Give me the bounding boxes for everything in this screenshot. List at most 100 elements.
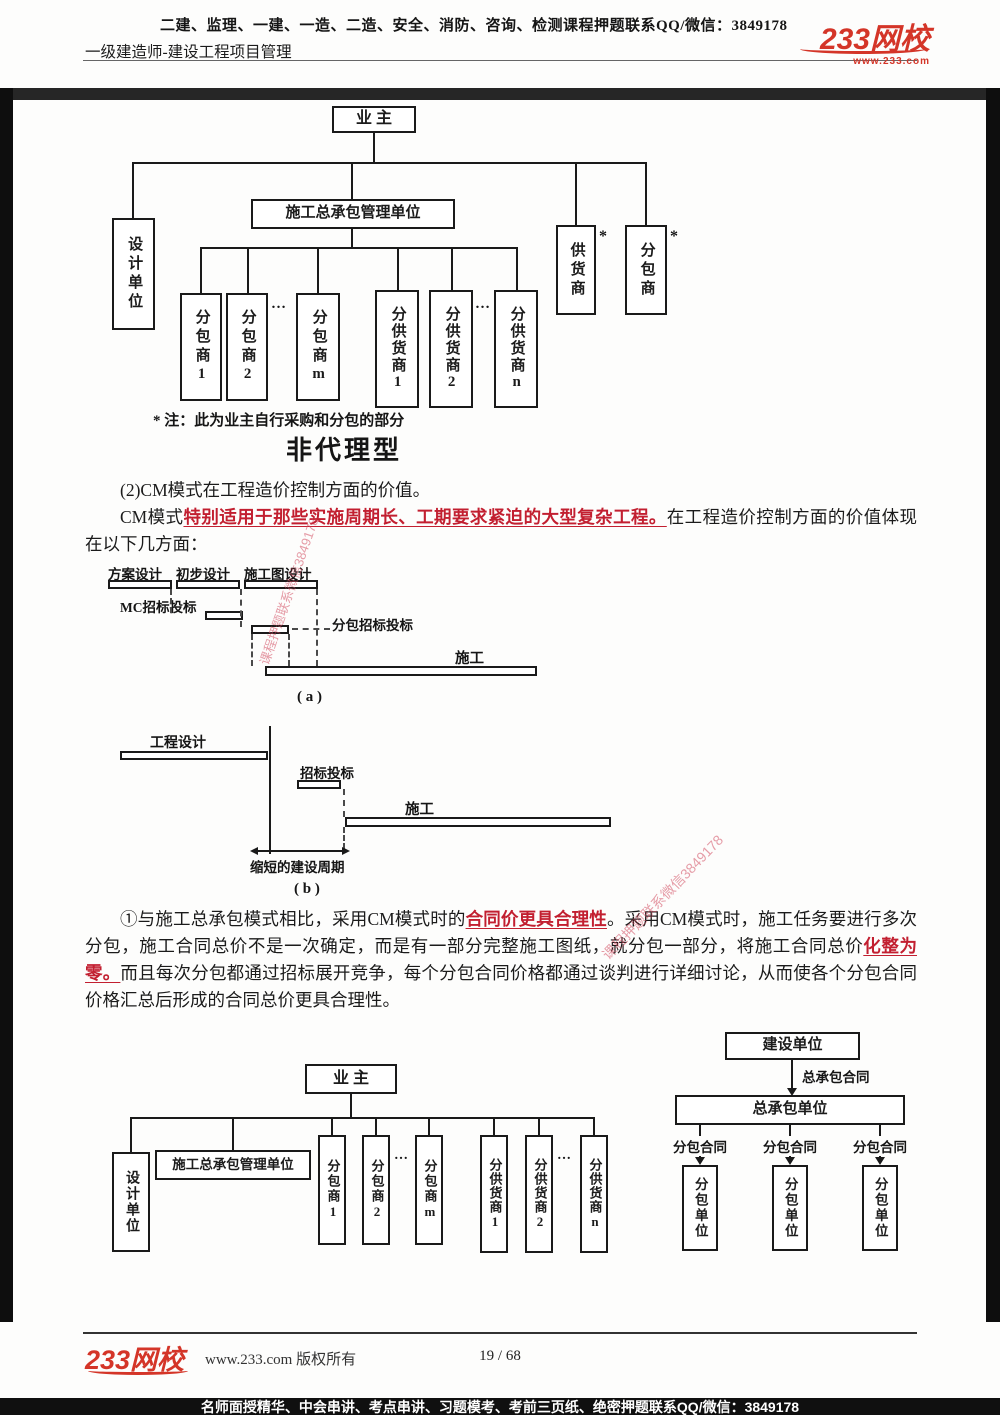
org3-arrowhead — [875, 1157, 885, 1165]
org1-subsupplier-box: 分供货商2 — [429, 290, 473, 408]
page-top-bar — [13, 88, 986, 100]
org1-subsupplier-box: 分供货商1 — [375, 290, 419, 408]
brand-url: www.233.com — [853, 56, 930, 67]
header-divider — [83, 60, 917, 61]
footer-logo-swoosh — [88, 1370, 188, 1375]
org2-design-unit-box: 设计单位 — [112, 1152, 150, 1252]
org1-connector — [397, 247, 399, 290]
org2-connector — [428, 1117, 430, 1135]
page-number: 19 / 68 — [479, 1348, 521, 1364]
org2-connector — [493, 1117, 495, 1135]
org1-sub-box: 分包商1 — [180, 293, 222, 401]
org1-connector — [645, 162, 647, 225]
para3-text: ①与施工总承包模式相比，采用CM模式时的 — [120, 909, 466, 929]
org1-connector — [132, 162, 647, 164]
org2-connector — [331, 1117, 333, 1135]
org1-ellipsis: … — [475, 296, 491, 312]
org1-design-unit-box: 设计单位 — [112, 218, 155, 330]
gb-bid-bar — [297, 780, 341, 789]
gb-construction-bar — [345, 817, 611, 827]
gb-shortened-arrow — [257, 850, 343, 852]
footer-copyright: www.233.com 版权所有 — [205, 1352, 357, 1368]
footer-divider — [83, 1332, 917, 1334]
org2-connector — [593, 1117, 595, 1135]
org1-connector — [516, 247, 518, 290]
org2-owner-box: 业 主 — [305, 1064, 397, 1094]
para3-text: 而且每次分包都通过招标展开竞争，每个分包合同价格都通过谈判进行详细讨论，从而使各… — [85, 963, 918, 1010]
org1-subcontractor-box: 分包商 — [625, 225, 667, 315]
ga-phase3-bar — [244, 580, 318, 589]
org1-connector — [575, 162, 577, 225]
promo-bar: 名师面授精华、中会串讲、考点串讲、习题模考、考前三页纸、绝密押题联系QQ/微信：… — [0, 1398, 1000, 1415]
org2-connector — [350, 1094, 352, 1117]
gb-construction-label: 施工 — [405, 802, 434, 818]
gb-shortened-label: 缩短的建设周期 — [250, 860, 345, 875]
brand-swoosh — [800, 48, 926, 54]
org1-gc-mgmt-box: 施工总承包管理单位 — [251, 199, 455, 229]
org3-gc-contract-label: 总承包合同 — [802, 1070, 870, 1085]
ga-sub-bid-label: 分包招标投标 — [332, 618, 413, 633]
para2-highlight: 特别适用于那些实施周期长、工期要求紧迫的大型复杂工程。 — [183, 507, 667, 527]
ga-dash-connector — [251, 634, 253, 666]
para2-text: 在工程造价控制方面的价值体现在以下几方面： — [85, 507, 918, 554]
org1-ellipsis: … — [271, 296, 287, 312]
org2-gc-mgmt-box: 施工总承包管理单位 — [155, 1150, 311, 1180]
org1-connector — [247, 247, 249, 293]
page-right-border — [986, 88, 1000, 1322]
para2-text: CM模式 — [120, 507, 184, 527]
org2-connector — [538, 1117, 540, 1135]
org1-supplier-asterisk: * — [599, 228, 607, 245]
org1-connector — [373, 133, 375, 162]
org3-connector — [791, 1060, 793, 1090]
ga-phase2-bar — [176, 580, 240, 589]
ga-dash-connector — [292, 628, 330, 630]
gb-dash-connector — [343, 789, 345, 817]
ga-construction-label: 施工 — [455, 651, 484, 667]
org3-sub-unit-box: 分包单位 — [862, 1165, 898, 1251]
ga-phase1-bar — [108, 580, 172, 589]
para-1: (2)CM模式在工程造价控制方面的价值。 — [120, 480, 431, 500]
org1-connector — [317, 247, 319, 293]
org1-connector — [200, 247, 202, 293]
org2-ellipsis: … — [557, 1148, 571, 1163]
gb-design-bar — [120, 751, 268, 760]
org2-ellipsis: … — [394, 1148, 408, 1163]
org3-sub-contract-label: 分包合同 — [754, 1136, 826, 1156]
org1-connector — [451, 247, 453, 290]
ga-phase3-label: 施工图设计 — [244, 567, 312, 582]
org1-connector — [351, 162, 353, 199]
org1-owner-box: 业 主 — [332, 106, 416, 133]
org2-subsupplier-box: 分供货商2 — [525, 1135, 553, 1253]
org1-supplier-box: 供货商 — [556, 225, 596, 315]
org1-subcontractor-asterisk: * — [670, 228, 678, 245]
org1-connector — [132, 162, 134, 218]
org3-owner-box: 建设单位 — [725, 1032, 860, 1060]
ga-dash-connector — [316, 589, 318, 666]
page-left-border — [0, 88, 13, 1322]
org1-title: 非代理型 — [286, 436, 403, 465]
gb-arrowhead-right — [342, 847, 350, 855]
ga-construction-bar — [265, 666, 537, 676]
org3-sub-unit-box: 分包单位 — [682, 1165, 718, 1251]
org2-connector — [130, 1117, 132, 1152]
para3-text: 。采用CM模式时，施工任务要进行多次分包，施工合同总价不是一次确定，而是有一部分… — [85, 909, 918, 956]
gb-bid-label: 招标投标 — [300, 766, 354, 781]
para3-highlight: 化整为零。 — [85, 936, 917, 983]
org1-subsupplier-box: 分供货商n — [494, 290, 538, 408]
gb-arrowhead-left — [250, 847, 258, 855]
ga-mc-bid-label: MC招标投标 — [120, 600, 197, 615]
ga-dash-connector — [288, 634, 290, 666]
ga-phase2-label: 初步设计 — [176, 567, 230, 582]
org1-sub-box: 分包商2 — [226, 293, 268, 401]
ga-phase1-label: 方案设计 — [108, 567, 162, 582]
org2-connector — [232, 1117, 234, 1150]
org2-sub-box: 分包商m — [415, 1135, 443, 1245]
course-title: 一级建造师-建设工程项目管理 — [85, 44, 292, 61]
org3-sub-contract-label: 分包合同 — [844, 1136, 916, 1156]
gb-caption: ( b ) — [294, 881, 320, 897]
org3-gc-unit-box: 总承包单位 — [675, 1095, 905, 1125]
gb-design-label: 工程设计 — [150, 736, 206, 751]
ga-mc-bid-bar — [205, 611, 243, 620]
gb-dash-connector — [343, 827, 345, 849]
